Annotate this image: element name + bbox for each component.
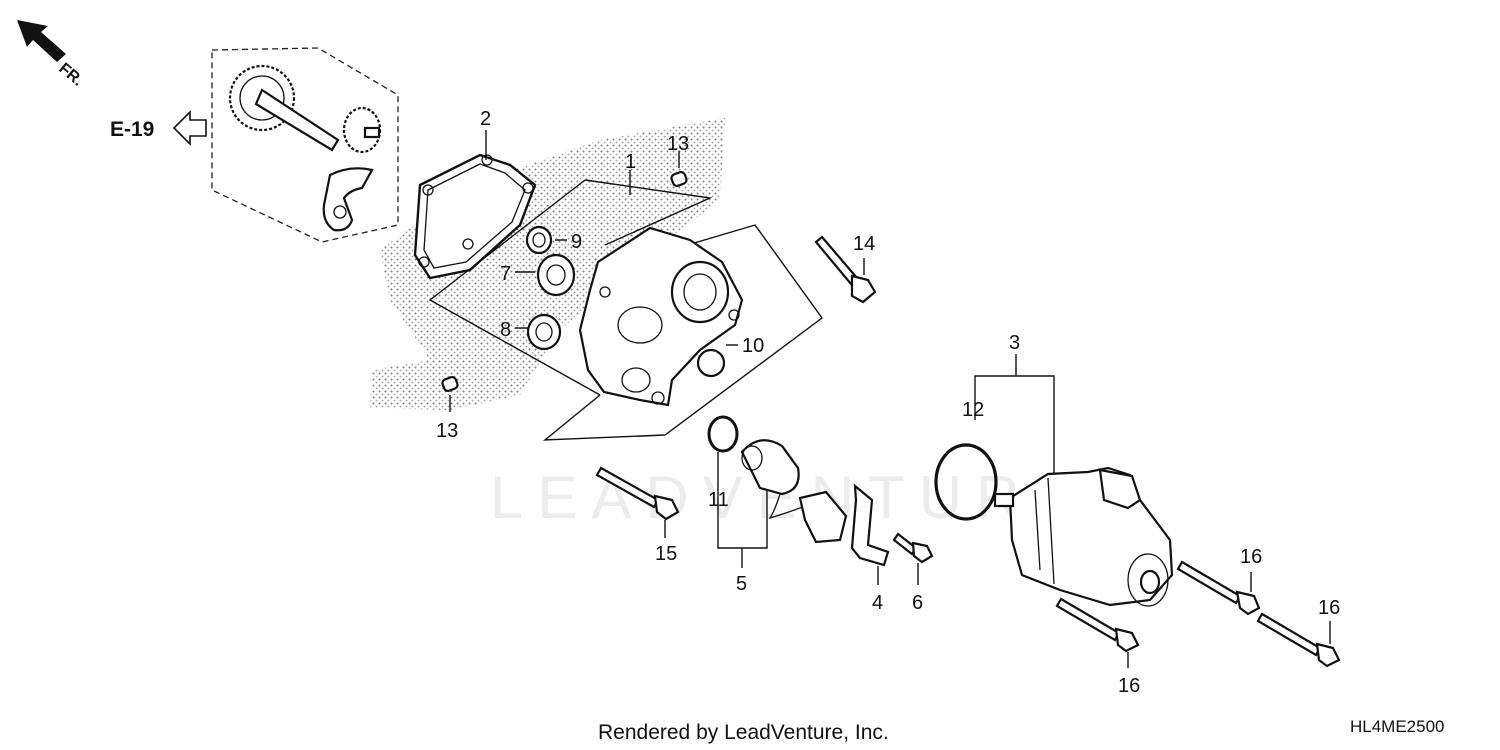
bearing-8 (526, 313, 562, 351)
front-direction-label: FR. (55, 60, 86, 90)
reference-arrow-icon (172, 110, 207, 146)
callout-11[interactable]: 11 (708, 489, 729, 511)
small-gear-icon (342, 106, 382, 154)
reference-label-e19[interactable]: E-19 (110, 118, 154, 141)
callout-5[interactable]: 5 (736, 573, 747, 595)
bushing-10 (696, 348, 726, 378)
o-ring-11 (707, 415, 739, 453)
callout-10[interactable]: 10 (742, 335, 764, 357)
callout-16-a[interactable]: 16 (1240, 546, 1262, 568)
dowel-pin-13-lower (441, 375, 459, 393)
callout-1[interactable]: 1 (625, 151, 636, 173)
bolt-6 (892, 532, 934, 564)
callout-16-c[interactable]: 16 (1318, 597, 1340, 619)
callout-2[interactable]: 2 (480, 108, 491, 130)
leader-lines (449, 130, 1331, 668)
front-direction-arrow-icon: FR. (17, 20, 86, 90)
bolt-16-c (1256, 612, 1341, 668)
callout-6[interactable]: 6 (912, 592, 923, 614)
callout-4[interactable]: 4 (872, 592, 883, 614)
callout-15[interactable]: 15 (655, 543, 677, 565)
diagram-code: HL4ME2500 (1350, 717, 1445, 736)
callout-16-b[interactable]: 16 (1118, 675, 1140, 697)
gear-housing-part-1 (578, 226, 744, 407)
shift-arm-icon (322, 167, 374, 232)
dowel-pin-13-upper (670, 170, 688, 188)
callout-13-upper[interactable]: 13 (667, 133, 689, 155)
gasket-part-2 (413, 153, 537, 280)
callout-12[interactable]: 12 (962, 399, 984, 421)
bolt-15 (595, 466, 680, 521)
callout-3[interactable]: 3 (1009, 332, 1020, 354)
bearing-9 (525, 225, 553, 255)
callout-9[interactable]: 9 (571, 231, 582, 253)
callout-8[interactable]: 8 (500, 319, 511, 341)
o-ring-12 (934, 443, 998, 521)
housing-assembly-outline (428, 179, 823, 441)
callout-14[interactable]: 14 (853, 233, 875, 255)
gear-shaft-icon (228, 64, 340, 152)
sensor-part-5 (740, 439, 848, 544)
bearing-7 (536, 253, 576, 297)
bolt-16-b (1055, 597, 1140, 653)
bolt-16-a (1176, 560, 1261, 616)
reference-parts-group (211, 47, 399, 243)
starter-motor-part-3 (993, 466, 1174, 607)
footer-credit: Rendered by LeadVenture, Inc. (598, 721, 889, 744)
bolt-14 (814, 235, 877, 304)
bracket-4 (850, 483, 890, 567)
callout-13-lower[interactable]: 13 (436, 420, 458, 442)
callout-7[interactable]: 7 (500, 263, 511, 285)
